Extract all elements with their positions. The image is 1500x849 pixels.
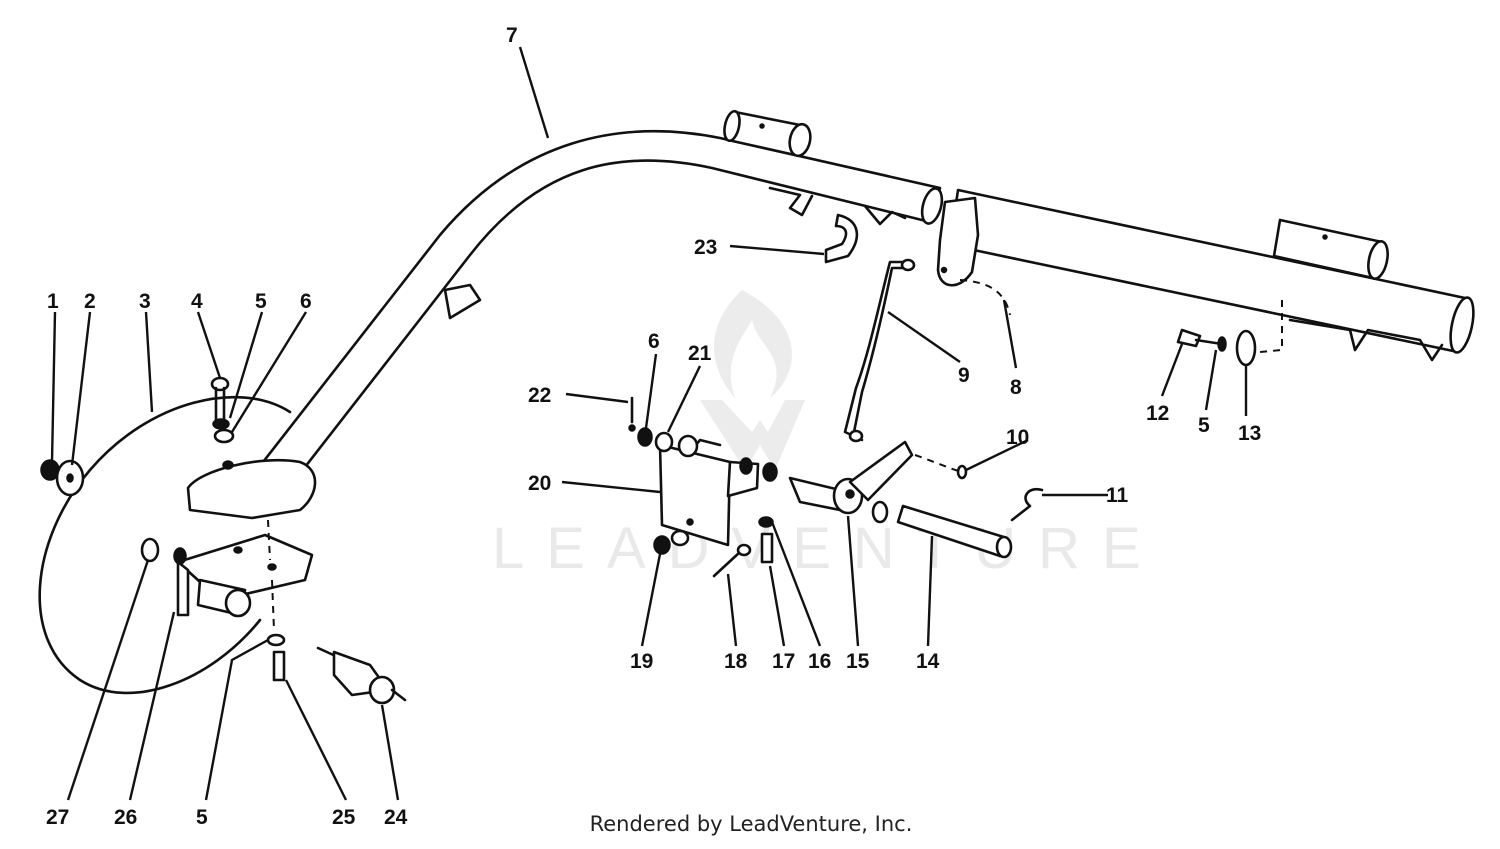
callout-26: 26 [114,806,137,829]
part-22-pin [628,396,636,432]
callout-5-right: 5 [1198,414,1210,437]
callout-21: 21 [688,342,712,365]
part-17-bolt [760,532,774,564]
part-25-bolt [272,650,286,682]
part-2-washer [55,459,85,497]
part-21-spacer [677,434,778,482]
part-6-nut-top [213,428,235,444]
callout-20: 20 [528,472,551,495]
callout-5-top: 5 [255,290,267,313]
callout-17: 17 [772,650,795,673]
callout-10: 10 [1006,426,1029,449]
watermark-flame-logo [700,290,805,470]
callout-18: 18 [724,650,748,673]
part-6-nut-center [637,427,674,453]
watermark-text: LEADVENTURE [492,516,1163,581]
part-5-washer-right [1217,336,1227,352]
part-20-mounting-plate [658,438,760,547]
callout-6-center: 6 [648,330,660,353]
callout-9: 9 [958,364,970,387]
callout-7: 7 [506,24,518,47]
part-19-nut [653,518,694,555]
part-13-disc [1235,329,1257,367]
callout-13: 13 [1238,422,1261,445]
callout-2: 2 [84,290,96,313]
part-27-spacer [140,537,187,565]
part-16-washer [758,516,774,528]
part-24-axle-stud [316,646,407,705]
callout-8: 8 [1010,376,1022,399]
callout-6-top: 6 [300,290,312,313]
part-8-right-handle-tube [936,188,1475,362]
part-18-bolt [712,543,752,578]
callout-5-bottom: 5 [196,806,208,829]
part-7-handle-tube [231,109,944,514]
callout-1: 1 [47,290,59,313]
callout-12: 12 [1146,402,1169,425]
callout-27: 27 [46,806,69,829]
part-26-axle-bracket [176,519,314,631]
part-14-shaft [896,504,1013,559]
part-15-lever [788,440,963,524]
callout-15: 15 [846,650,870,673]
callout-16: 16 [808,650,831,673]
callout-24: 24 [384,806,408,829]
part-5-washer-bottom [266,633,286,647]
callout-14: 14 [916,650,940,673]
part-23-clip [824,213,859,264]
footer-credit: Rendered by LeadVenture, Inc. [589,812,913,836]
handle-mount-plate [186,458,317,520]
callout-23: 23 [694,236,717,259]
leader-lines [50,46,1248,801]
callout-labels: 7 1 2 3 4 5 6 23 9 8 12 5 13 22 6 21 10 … [46,24,1261,829]
callout-4: 4 [191,290,203,313]
part-3-wheel [38,395,292,695]
callout-19: 19 [630,650,653,673]
watermark: LEADVENTURE [492,290,1163,581]
part-11-hairpin [1010,487,1044,522]
callout-3: 3 [139,290,151,313]
callout-22: 22 [528,384,551,407]
callout-11: 11 [1106,484,1129,507]
callout-25: 25 [332,806,356,829]
part-9-control-rod [843,258,916,443]
part-5-washer-top [212,418,230,430]
part-12-bolt [1176,328,1224,348]
part-10-clip [956,464,968,480]
